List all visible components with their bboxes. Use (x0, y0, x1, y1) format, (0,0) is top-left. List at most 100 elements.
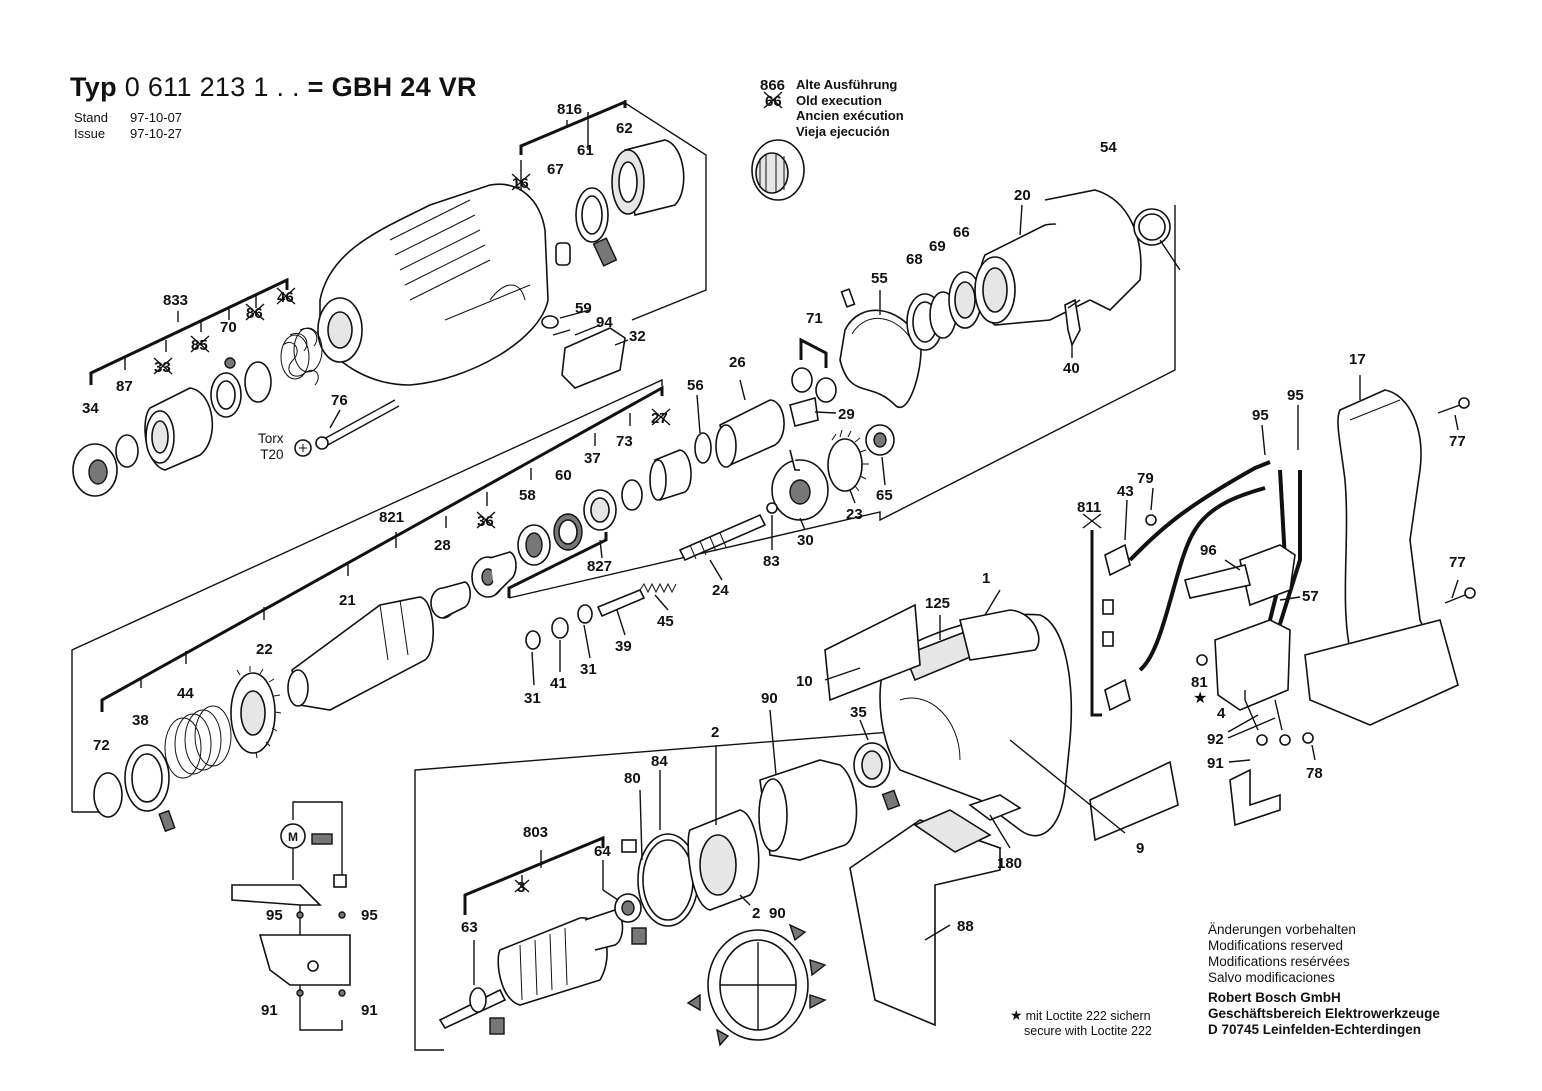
equals-sign: = (307, 72, 324, 102)
modifications-de: Änderungen vorbehalten (1208, 922, 1356, 937)
ring-86 (244, 361, 272, 403)
label-80: 80 (624, 770, 641, 787)
label-69: 69 (929, 238, 946, 255)
needle-bearing-866 (751, 139, 805, 201)
label-78: 78 (1306, 765, 1323, 782)
label-2-upper: 2 (711, 724, 719, 741)
label-66: 66 (953, 224, 970, 241)
old-execution-en: Old execution (796, 92, 882, 108)
label-45: 45 (657, 613, 674, 630)
label-95-left: 95 (1252, 407, 1269, 424)
label-86: 86 (246, 305, 263, 322)
housing-20 (974, 189, 1142, 326)
ring-73 (621, 479, 643, 511)
ring-84 (637, 833, 699, 927)
screw-80 (621, 839, 637, 853)
label-39: 39 (615, 638, 632, 655)
loctite-en: secure with Loctite 222 (1024, 1024, 1152, 1038)
ring-61 (575, 187, 609, 243)
label-72: 72 (93, 737, 110, 754)
star-icon: ★ (1010, 1007, 1023, 1023)
issue-date: 97-10-27 (130, 126, 183, 141)
oring-54 (1133, 208, 1171, 246)
label-10: 10 (796, 673, 813, 690)
bracket-816 (519, 99, 627, 155)
screws-79-81-78 (1145, 514, 1314, 744)
label-95-right: 95 (1287, 387, 1304, 404)
gear-22 (230, 666, 282, 759)
label-57: 57 (1302, 588, 1319, 605)
bearing-64 (489, 893, 647, 1035)
old-execution-de: Alte Ausführung (796, 77, 898, 92)
label-64: 64 (594, 843, 611, 860)
spring-44 (164, 705, 232, 779)
ring-37 (583, 489, 617, 531)
label-35: 35 (850, 704, 867, 721)
bearing-35 (853, 742, 901, 811)
label-180: 180 (997, 855, 1022, 872)
motor-symbol-label: M (288, 830, 298, 844)
label-41: 41 (550, 675, 567, 692)
stand-date: 97-10-07 (130, 110, 183, 125)
screw-77b (1444, 587, 1476, 604)
label-66-old: 66 (765, 93, 782, 110)
ring-72 (93, 772, 123, 818)
label-67: 67 (547, 161, 564, 178)
label-31-left: 31 (524, 690, 541, 707)
piston-27 (649, 449, 692, 502)
modifications-en: Modifications reserved (1208, 938, 1344, 953)
label-125: 125 (925, 595, 950, 612)
label-68: 68 (906, 251, 923, 268)
label-17: 17 (1349, 351, 1366, 368)
label-27: 27 (651, 410, 668, 427)
typ-label: Typ (70, 72, 117, 102)
part-number-labels: 866 66 816 67 61 62 16 54 20 68 69 66 55… (82, 77, 1466, 1019)
label-23: 23 (846, 506, 863, 523)
bolt-29 (789, 396, 819, 427)
spring-46 (280, 327, 323, 386)
pin-55 (840, 288, 856, 308)
stator-front-2-90 (686, 923, 827, 1047)
label-827: 827 (587, 558, 612, 575)
shaft-63 (438, 987, 507, 1030)
old-execution-legend: Alte Ausführung Old execution Ancien exé… (796, 77, 904, 139)
label-77-bottom: 77 (1449, 554, 1466, 571)
part-number: 0 611 213 1 . . (124, 72, 300, 102)
schematic-label-95-right: 95 (361, 907, 378, 924)
label-833: 833 (163, 292, 188, 309)
label-65: 65 (876, 487, 893, 504)
label-59: 59 (575, 300, 592, 317)
label-30: 30 (797, 532, 814, 549)
label-92: 92 (1207, 731, 1224, 748)
cable-clamps (1102, 543, 1131, 712)
shaft-24 (678, 513, 767, 562)
label-87: 87 (116, 378, 133, 395)
seal-55 (839, 309, 922, 409)
label-73: 73 (616, 433, 633, 450)
label-10 (824, 603, 921, 702)
label-79: 79 (1137, 470, 1154, 487)
label-811: 811 (1077, 499, 1101, 516)
label-71: 71 (806, 310, 823, 327)
terminals-92 (1229, 699, 1291, 827)
label-60: 60 (555, 467, 572, 484)
label-83: 83 (763, 553, 780, 570)
torx-label: Torx (258, 431, 284, 446)
label-38: 38 (132, 712, 149, 729)
pin-67 (555, 237, 618, 267)
label-37: 37 (584, 450, 601, 467)
modifications-fr: Modifications resérvées (1208, 954, 1350, 969)
bearing-30 (771, 449, 829, 521)
label-28: 28 (434, 537, 451, 554)
gear-23 (827, 429, 869, 492)
spring-45 (639, 582, 677, 594)
label-43: 43 (1117, 483, 1134, 500)
motor-housing-1 (879, 609, 1073, 837)
bearing-62 (611, 139, 685, 216)
cables-95 (1128, 460, 1302, 672)
rings-31-41 (525, 604, 593, 650)
issue-label: Issue (74, 126, 106, 141)
ring-38 (124, 744, 176, 833)
